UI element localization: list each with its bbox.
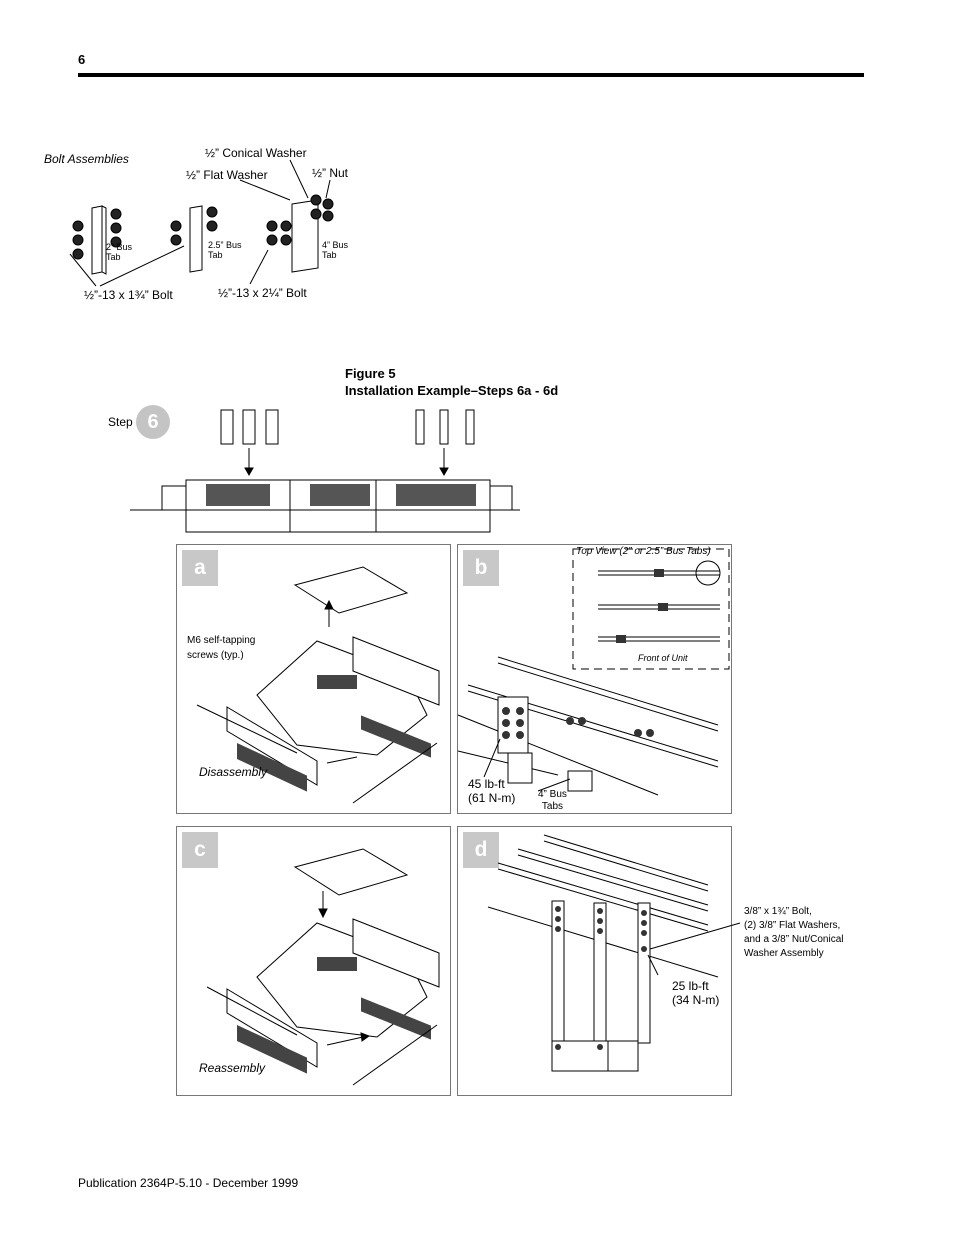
conical-washer-label: ½” Conical Washer <box>205 146 307 160</box>
panel-a-drawing <box>196 566 440 804</box>
panel-c-caption: Reassembly <box>199 1061 266 1075</box>
panel-a-letter: a <box>182 550 218 586</box>
panel-d: d 25 lb-ft (34 N-m) <box>457 826 741 1096</box>
panel-b-torque: 45 lb-ft (61 N-m) <box>468 777 516 805</box>
publication-footer: Publication 2364P-5.10 - December 1999 <box>78 1176 299 1190</box>
nut-label: ½” Nut <box>312 166 349 180</box>
page-number: 6 <box>78 52 86 67</box>
panel-c: c Reassembly <box>176 826 451 1096</box>
panel-c-letter: c <box>182 832 218 868</box>
panel-a-caption: Disassembly <box>199 765 268 779</box>
panel-d-letter: d <box>463 832 499 868</box>
step-6-drawing <box>130 409 520 533</box>
tab-2-label: 2” Bus Tab <box>106 242 133 262</box>
panel-c-drawing <box>206 848 440 1086</box>
bolt-long-label: ½”-13 x 2¼” Bolt <box>218 286 307 300</box>
panel-b: b <box>457 544 732 814</box>
header-rule <box>78 73 864 77</box>
panel-d-drawing <box>487 834 741 1072</box>
step-number-badge: 6 <box>136 405 170 439</box>
step-label: Step <box>108 415 133 429</box>
bolt-assemblies-title: Bolt Assemblies <box>44 152 129 166</box>
figure-label: Figure 5 <box>345 366 396 381</box>
bolt-short-label: ½”-13 x 1¾” Bolt <box>84 288 173 302</box>
panel-b-drawing <box>457 548 730 796</box>
panel-a-screws-note: M6 self-tapping screws (typ.) <box>187 635 256 661</box>
panel-b-top-view-label: Top View (2” or 2.5” Bus Tabs) <box>576 546 711 557</box>
panel-b-front-of-unit: Front of Unit <box>638 653 688 663</box>
tab-4-label: 4” Bus Tab <box>322 240 349 260</box>
panel-a: a M6 self-tapping screws (typ.) Disassem… <box>176 544 451 814</box>
panel-b-bus-tabs: 4” Bus Tabs <box>538 789 567 812</box>
flat-washer-label: ½” Flat Washer <box>186 168 268 182</box>
figure-caption: Figure 5 Installation Example–Steps 6a -… <box>345 365 558 399</box>
bolt-assemblies-drawing <box>69 159 334 287</box>
panel-d-bolt-note: 3/8” x 1¾” Bolt, (2) 3/8” Flat Washers, … <box>744 906 844 959</box>
panel-b-letter: b <box>463 550 499 586</box>
tab-25-label: 2.5” Bus Tab <box>208 240 242 260</box>
panel-d-torque: 25 lb-ft (34 N-m) <box>672 979 720 1007</box>
figure-title: Installation Example–Steps 6a - 6d <box>345 383 559 398</box>
